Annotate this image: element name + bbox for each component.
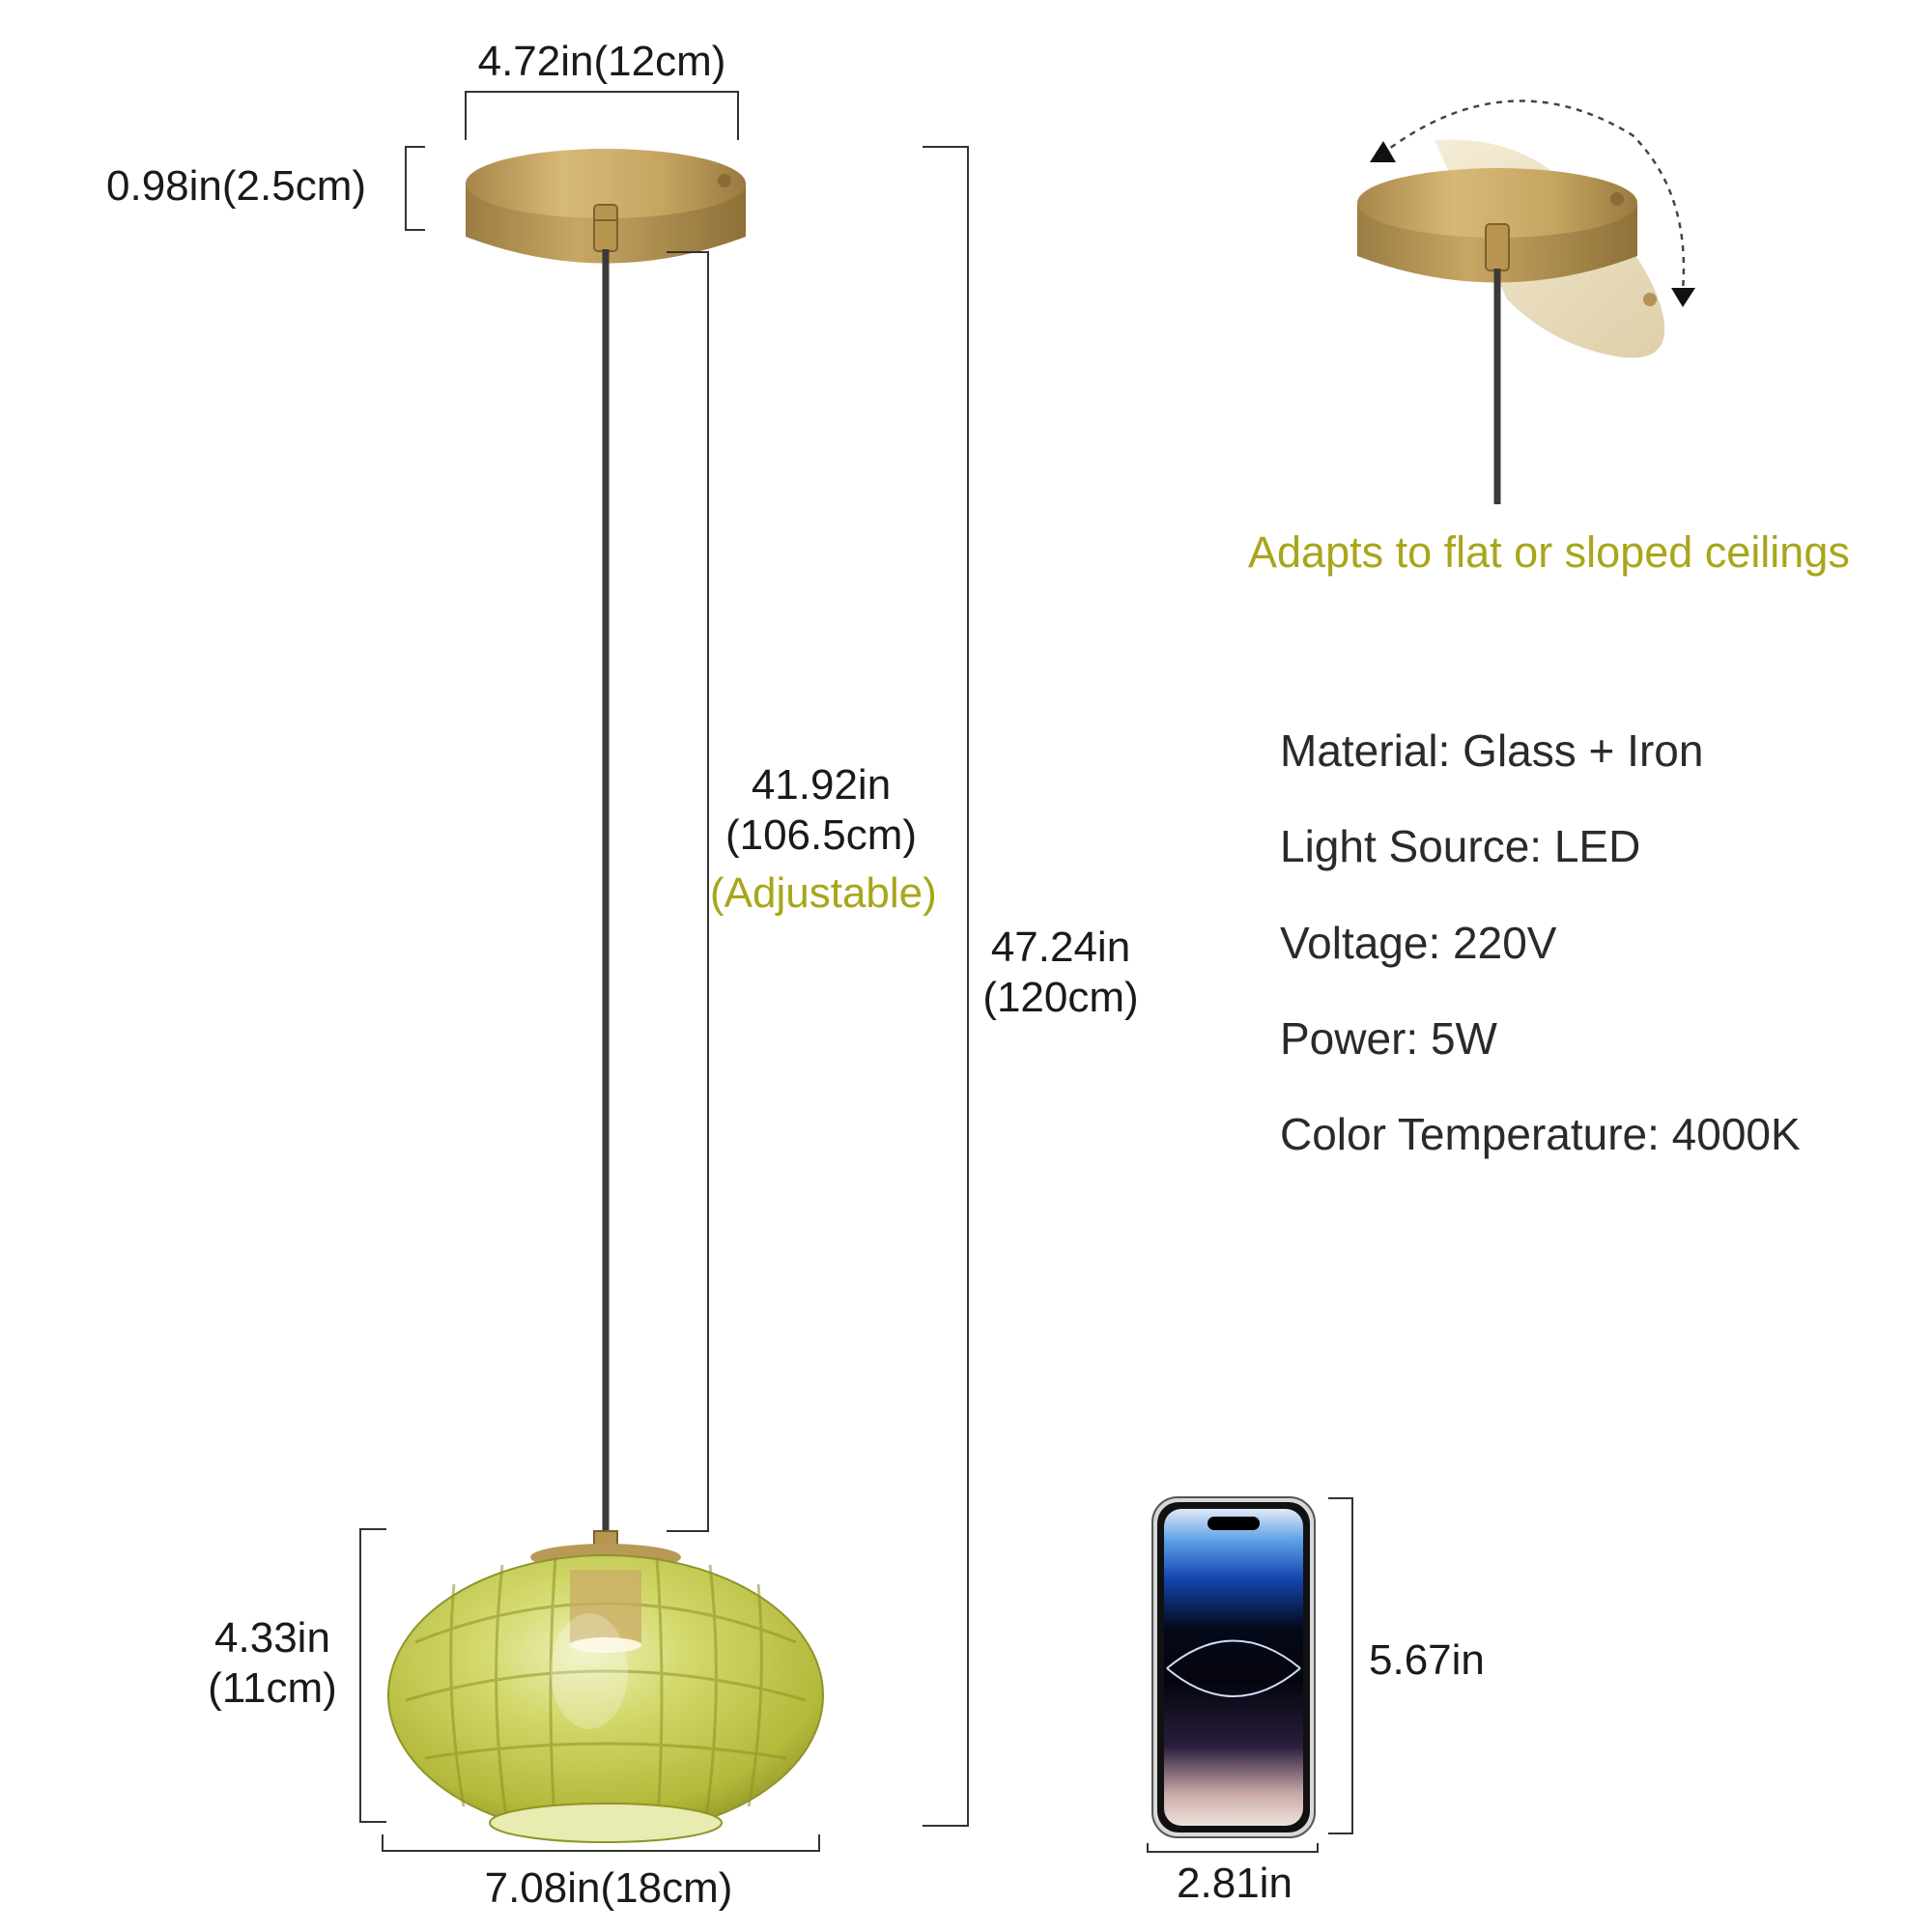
cord-length-block: 41.92in (106.5cm) (Adjustable) (710, 760, 937, 919)
cord-grip (593, 204, 618, 252)
screw-icon (718, 174, 731, 187)
canopy-height-label: 0.98in(2.5cm) (106, 162, 367, 210)
cord-adjustable-note: (Adjustable) (710, 868, 937, 917)
screw-icon (1643, 293, 1657, 306)
shade-height-cm: (11cm) (208, 1663, 337, 1712)
spec-value: 5W (1430, 1013, 1497, 1064)
rotation-arc (1380, 99, 1686, 291)
spec-label: Color Temperature: (1280, 1109, 1672, 1159)
total-length-in: 47.24in (990, 923, 1131, 971)
arrow-up-icon (1370, 141, 1396, 162)
spec-value: Glass + Iron (1463, 725, 1704, 776)
canopy-width-label: 4.72in(12cm) (477, 38, 726, 85)
ceiling-note: Adapts to flat or sloped ceilings (1248, 527, 1850, 577)
spec-voltage: Voltage: 220V (1280, 917, 1556, 969)
spec-label: Power: (1280, 1013, 1431, 1064)
phone-scale-reference (1151, 1496, 1316, 1838)
phone-notch (1208, 1517, 1260, 1530)
spec-label: Voltage: (1280, 918, 1454, 968)
spec-label: Material: (1280, 725, 1463, 776)
phone-dimension-lines (1147, 1497, 1353, 1853)
spec-material: Material: Glass + Iron (1280, 724, 1703, 777)
phone-height-label: 5.67in (1369, 1636, 1485, 1684)
shade-height-block: 4.33in (11cm) (191, 1613, 354, 1714)
total-length-block: 47.24in (120cm) (969, 923, 1152, 1023)
spec-label: Light Source: (1280, 821, 1554, 871)
total-length-cm: (120cm) (982, 973, 1139, 1021)
spec-value: LED (1553, 821, 1641, 871)
spec-power: Power: 5W (1280, 1012, 1497, 1065)
spec-color-temperature: Color Temperature: 4000K (1280, 1108, 1801, 1160)
spec-light-source: Light Source: LED (1280, 820, 1640, 872)
shade-width-label: 7.08in(18cm) (484, 1864, 733, 1912)
dimension-lines (359, 91, 969, 1852)
phone-width-label: 2.81in (1177, 1860, 1293, 1907)
sloped-canopy-illustration (1357, 99, 1695, 504)
glass-shade (387, 1554, 824, 1843)
shade-height-in: 4.33in (214, 1614, 330, 1662)
screw-icon (1610, 192, 1624, 206)
arrow-down-icon (1671, 288, 1695, 307)
cord-length-in: 41.92in (751, 761, 892, 809)
cord-length-cm: (106.5cm) (724, 810, 918, 859)
spec-value: 4000K (1671, 1109, 1801, 1159)
spec-value: 220V (1453, 918, 1557, 968)
